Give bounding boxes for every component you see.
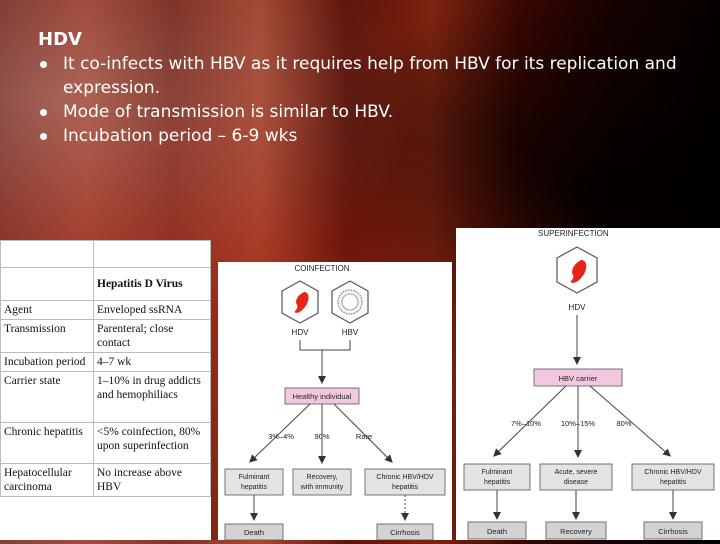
superinfection-title: SUPERINFECTION [538, 229, 609, 238]
coinfection-state-label: Healthy individual [293, 392, 352, 401]
coinfection-diagram: COINFECTION HDV HBV Healthy individual 3… [218, 262, 452, 541]
table-cell-value: 4–7 wk [93, 352, 211, 372]
svg-text:Cirrhosis: Cirrhosis [390, 528, 420, 537]
bullet-item: It co-infects with HBV as it requires he… [38, 52, 698, 100]
svg-text:Fulminant: Fulminant [239, 474, 270, 481]
superinfection-pct-left: 7%–10% [511, 419, 541, 428]
slide-heading: HDV [38, 29, 82, 50]
table-header-row: Hepatitis D Virus [0, 267, 211, 301]
superinfection-pct-right: 80% [616, 419, 631, 428]
table-cell-value: <5% coinfection, 80% upon superinfection [93, 422, 211, 464]
bullet-item: Incubation period – 6-9 wks [38, 124, 698, 148]
arrow-icon [493, 385, 567, 457]
table-cell-label: Agent [0, 300, 94, 320]
arrow-icon [249, 403, 311, 463]
svg-text:hepatitis: hepatitis [660, 479, 687, 486]
chronic-hepatitis-box [631, 463, 715, 491]
svg-text:hepatitis: hepatitis [241, 484, 268, 491]
acute-severe-disease-box [539, 463, 613, 491]
table-cell-value: 1–10% in drug addicts and hemophiliacs [93, 371, 211, 423]
coinfection-pct-right: Rare [356, 432, 372, 441]
arrow-icon [589, 385, 672, 457]
superinfection-state-label: HBV carrier [559, 374, 598, 383]
table-cell-label: Carrier state [0, 371, 94, 423]
table-row: Chronic hepatitis<5% coinfection, 80% up… [0, 422, 211, 464]
bullet-text: Mode of transmission is similar to HBV. [63, 102, 394, 122]
bullet-list: It co-infects with HBV as it requires he… [38, 52, 698, 148]
bullet-icon [40, 133, 47, 140]
slide-text: HDV It co-infects with HBV as it require… [38, 28, 698, 148]
hdv-virus-icon [570, 260, 587, 283]
arrow-icon [333, 403, 393, 463]
svg-text:with immunity: with immunity [300, 484, 344, 491]
recovery-box [292, 468, 352, 496]
bullet-text: Incubation period – 6-9 wks [63, 126, 298, 146]
coinfection-title: COINFECTION [294, 264, 349, 273]
svg-text:Recovery,: Recovery, [307, 474, 338, 481]
svg-text:Death: Death [244, 528, 264, 537]
table-cell-value: No increase above HBV [93, 463, 211, 497]
chronic-hepatitis-box [364, 468, 446, 496]
death-box [467, 521, 527, 540]
table-cell-label: Incubation period [0, 352, 94, 372]
coinfection-virus2-label: HBV [342, 328, 359, 337]
table-cell-label: Transmission [0, 319, 94, 353]
coinfection-virus1-label: HDV [292, 328, 310, 337]
svg-text:Death: Death [487, 527, 507, 536]
fulminant-hepatitis-box [224, 468, 284, 496]
svg-text:hepatitis: hepatitis [484, 479, 511, 486]
table-cell-value: Enveloped ssRNA [93, 300, 211, 320]
table-cell-label: Chronic hepatitis [0, 422, 94, 464]
fulminant-hepatitis-box [463, 463, 531, 491]
svg-text:disease: disease [564, 479, 588, 486]
table-column-header: Hepatitis D Virus [93, 267, 211, 301]
bullet-item: Mode of transmission is similar to HBV. [38, 100, 698, 124]
recovery-box [545, 521, 607, 540]
svg-text:Chronic HBV/HDV: Chronic HBV/HDV [644, 469, 702, 476]
table-cell-value: Parenteral; close contact [93, 319, 211, 353]
bullet-icon [40, 61, 47, 68]
coinfection-pct-mid: 90% [314, 432, 329, 441]
table-spacer-row [0, 240, 211, 268]
svg-text:Recovery: Recovery [560, 527, 592, 536]
svg-text:hepatitis: hepatitis [392, 484, 419, 491]
superinfection-svg: SUPERINFECTION HDV HBV carrier 7%–10% 10… [463, 229, 715, 540]
coinfection-svg: COINFECTION HDV HBV Healthy individual 3… [224, 264, 446, 541]
superinfection-virus-label: HDV [569, 303, 587, 312]
cirrhosis-box [643, 521, 703, 540]
svg-text:Chronic HBV/HDV: Chronic HBV/HDV [376, 474, 434, 481]
coinfection-pct-left: 3%–4% [268, 432, 294, 441]
superinfection-pct-mid: 10%–15% [561, 419, 596, 428]
svg-text:Fulminant: Fulminant [482, 469, 513, 476]
superinfection-diagram: SUPERINFECTION HDV HBV carrier 7%–10% 10… [456, 228, 720, 540]
bullet-text: It co-infects with HBV as it requires he… [63, 54, 677, 98]
svg-text:Cirrhosis: Cirrhosis [658, 527, 688, 536]
hdv-virus-icon [294, 292, 309, 313]
table-cell-label: Hepatocellular carcinoma [0, 463, 94, 497]
svg-text:Acute, severe: Acute, severe [555, 469, 598, 476]
bullet-icon [40, 109, 47, 116]
